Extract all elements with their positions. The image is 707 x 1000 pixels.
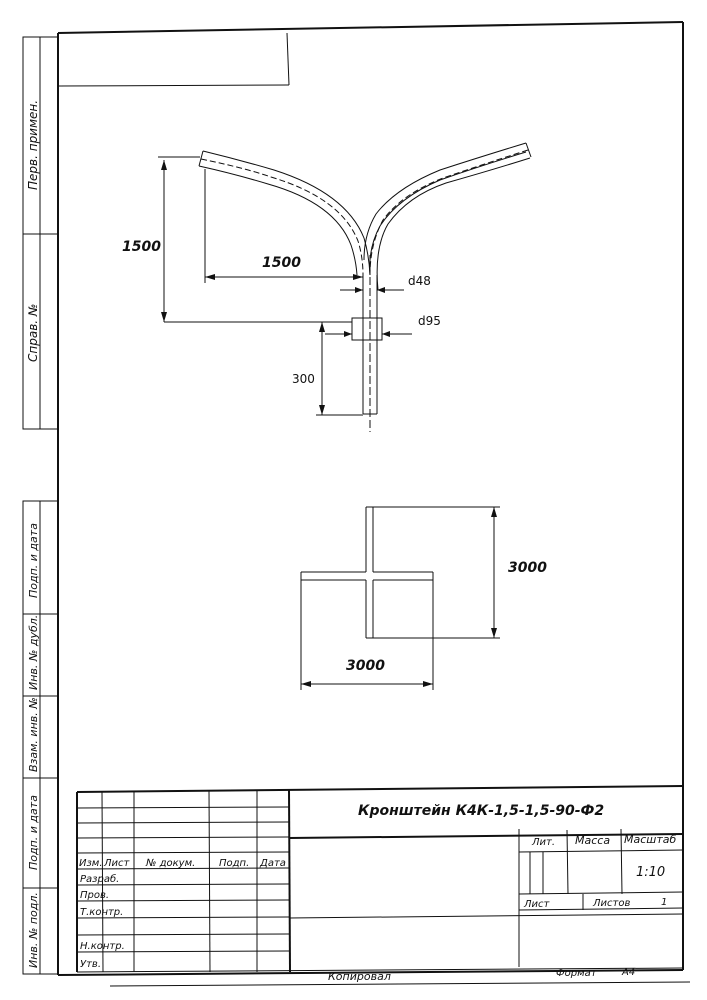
dim-sleeve-d95: d95 <box>418 314 441 328</box>
top-left-box <box>57 32 290 87</box>
side-label-inv-no-dubl: Инв. № дубл. <box>27 615 40 690</box>
sheets-label: Листов <box>592 898 630 909</box>
mass-label: Масса <box>575 834 610 847</box>
format-label: Формат <box>556 968 598 979</box>
sheets-value: 1 <box>661 897 667 908</box>
bracket-drawing <box>198 142 532 432</box>
title-text: Кронштейн К4К-1,5-1,5-90-Ф2 <box>358 803 604 819</box>
role-prov: Пров. <box>80 890 109 901</box>
col-header-data: Дата <box>259 858 286 869</box>
side-strip-bottom <box>22 500 59 975</box>
dim-plan-width-3000: 3000 <box>346 658 385 674</box>
outer-frame <box>57 21 684 976</box>
role-razrab: Разраб. <box>80 873 119 885</box>
scale-value: 1:10 <box>636 865 665 880</box>
col-header-no-dokum: № докум. <box>145 858 195 869</box>
side-label-sprav-no: Справ. № <box>26 304 40 362</box>
role-utv: Утв. <box>80 959 101 970</box>
copied-label: Копировал <box>328 970 391 983</box>
side-label-perv-primen: Перв. примен. <box>26 100 40 190</box>
dim-reach-1500: 1500 <box>262 255 301 271</box>
dim-plan-depth-3000: 3000 <box>508 560 547 576</box>
col-header-list: Лист <box>103 858 131 869</box>
side-label-podp-i-data-top: Подп. и дата <box>27 523 40 598</box>
dim-sleeve-300: 300 <box>292 372 315 386</box>
side-label-inv-no-podl: Инв. № подл. <box>27 892 40 968</box>
side-label-vzam-inv-no: Взам. инв. № <box>27 697 40 772</box>
plan-view: 3000 3000 <box>300 506 547 690</box>
bracket-dimensions: 1500 1500 d48 d95 300 <box>122 156 441 416</box>
scale-label: Масштаб <box>624 833 676 846</box>
side-label-podp-i-data-bottom: Подп. и дата <box>27 795 40 870</box>
col-header-podp: Подп. <box>219 858 249 869</box>
format-value: А4 <box>621 967 635 978</box>
title-block: Кронштейн К4К-1,5-1,5-90-Ф2 Изм. Лист № … <box>76 785 691 987</box>
side-strip-top <box>22 36 59 430</box>
col-header-izm: Изм. <box>79 858 103 869</box>
dim-height-1500: 1500 <box>122 239 161 255</box>
lit-label: Лит. <box>531 837 555 848</box>
dim-pipe-d48: d48 <box>408 274 431 288</box>
role-t-kontr: Т.контр. <box>80 907 123 918</box>
role-n-kontr: Н.контр. <box>80 941 125 952</box>
sheet-label: Лист <box>523 899 551 910</box>
